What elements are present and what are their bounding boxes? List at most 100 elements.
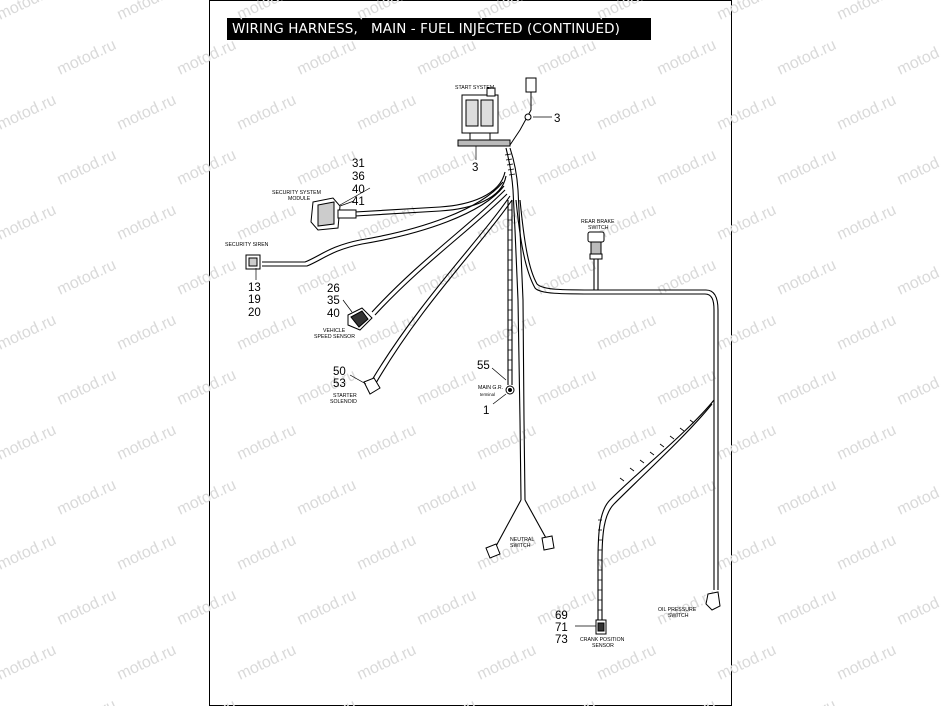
start-system-relays	[457, 77, 537, 147]
watermark-text: motod.ru	[595, 422, 659, 464]
watermark-text: motod.ru	[115, 642, 179, 684]
label-start-system: START SYSTEM	[455, 85, 494, 91]
watermark-text: motod.ru	[535, 477, 599, 519]
watermark-text: motod.ru	[115, 312, 179, 354]
speed-sensor-connector	[347, 307, 373, 331]
watermark-text: motod.ru	[475, 642, 539, 684]
label-neutral-1: NEUTRAL	[510, 537, 534, 543]
watermark-text: motod.ru	[175, 477, 239, 519]
watermark-text: motod.ru	[595, 92, 659, 134]
watermark-text: motod.ru	[775, 367, 839, 409]
page-title: WIRING HARNESS, MAIN - FUEL INJECTED (CO…	[232, 21, 620, 37]
crank-sensor-connector	[595, 619, 607, 635]
watermark-text: motod.ru	[715, 422, 779, 464]
label-solenoid-1: STARTER	[333, 393, 357, 399]
watermark-text: motod.ru	[0, 0, 59, 24]
callout-speed-1: 35	[327, 295, 340, 307]
label-ground-2: terminal	[480, 392, 495, 397]
label-security-module-2: MODULE	[288, 196, 311, 202]
callout-solenoid-1: 53	[333, 378, 346, 390]
callout-start-a: 3	[472, 162, 478, 174]
callout-module-0: 31	[352, 158, 365, 170]
watermark-text: motod.ru	[595, 532, 659, 574]
watermark-text: motod.ru	[0, 422, 59, 464]
watermark-text: motod.ru	[235, 0, 299, 24]
label-ground-1: MAIN G.R.	[478, 385, 503, 391]
watermark-text: motod.ru	[295, 477, 359, 519]
callout-siren-1: 19	[248, 294, 261, 306]
watermark-text: motod.ru	[775, 37, 839, 79]
watermark-text: motod.ru	[115, 202, 179, 244]
watermark-text: motod.ru	[415, 587, 479, 629]
watermark-text: motod.ru	[55, 587, 119, 629]
watermark-text: motod.ru	[715, 312, 779, 354]
watermark-text: motod.ru	[895, 477, 941, 519]
watermark-text: motod.ru	[775, 587, 839, 629]
watermark-text: motod.ru	[115, 0, 179, 24]
watermark-text: motod.ru	[235, 312, 299, 354]
watermark-text: motod.ru	[355, 92, 419, 134]
watermark-text: motod.ru	[175, 367, 239, 409]
watermark-text: motod.ru	[355, 532, 419, 574]
watermark-text: motod.ru	[355, 642, 419, 684]
callout-ground-bottom: 1	[483, 405, 489, 417]
watermark-text: motod.ru	[415, 477, 479, 519]
watermark-text: motod.ru	[355, 422, 419, 464]
watermark-text: motod.ru	[715, 642, 779, 684]
watermark-text: motod.ru	[775, 257, 839, 299]
callout-module-2: 40	[352, 184, 365, 196]
watermark-text: motod.ru	[475, 312, 539, 354]
watermark-text: motod.ru	[835, 92, 899, 134]
callout-crank-1: 71	[555, 622, 568, 634]
watermark-text: motod.ru	[175, 147, 239, 189]
watermark-text: motod.ru	[235, 92, 299, 134]
watermark-text: motod.ru	[715, 92, 779, 134]
watermark-text: motod.ru	[55, 697, 119, 706]
label-solenoid-2: SOLENOID	[330, 399, 357, 405]
watermark-text: motod.ru	[415, 367, 479, 409]
watermark-text: motod.ru	[0, 312, 59, 354]
watermark-text: motod.ru	[655, 147, 719, 189]
label-neutral-2: SWITCH	[510, 543, 531, 549]
callout-ground-top: 55	[477, 360, 490, 372]
label-oil-1: OIL PRESSURE	[658, 607, 697, 613]
watermark-text: motod.ru	[235, 532, 299, 574]
watermark-text: motod.ru	[895, 37, 941, 79]
callout-speed-2: 40	[327, 308, 340, 320]
watermark-text: motod.ru	[655, 367, 719, 409]
label-rear-brake-1: REAR BRAKE	[581, 219, 615, 225]
callout-siren-0: 13	[248, 282, 261, 294]
watermark-text: motod.ru	[415, 147, 479, 189]
watermark-text: motod.ru	[775, 477, 839, 519]
watermark-text: motod.ru	[355, 0, 419, 24]
watermark-text: motod.ru	[595, 0, 659, 24]
watermark-text: motod.ru	[655, 697, 719, 706]
label-speed-sensor-2: SPEED SENSOR	[314, 334, 355, 340]
watermark-text: motod.ru	[535, 697, 599, 706]
watermark-text: motod.ru	[715, 202, 779, 244]
watermark-text: motod.ru	[55, 37, 119, 79]
watermark-text: motod.ru	[235, 202, 299, 244]
watermark-text: motod.ru	[595, 312, 659, 354]
watermark-text: motod.ru	[115, 92, 179, 134]
watermark-text: motod.ru	[835, 532, 899, 574]
watermark-text: motod.ru	[295, 37, 359, 79]
watermark-text: motod.ru	[895, 587, 941, 629]
security-module	[310, 197, 357, 231]
watermark-text: motod.ru	[835, 422, 899, 464]
watermark-text: motod.ru	[535, 147, 599, 189]
watermark-text: motod.ru	[655, 477, 719, 519]
watermark-text: motod.ru	[535, 37, 599, 79]
callout-crank-0: 69	[555, 610, 568, 622]
label-oil-2: SWITCH	[668, 613, 689, 619]
watermark-text: motod.ru	[475, 0, 539, 24]
watermark-text: motod.ru	[895, 147, 941, 189]
security-siren-connector	[245, 254, 261, 270]
watermark-text: motod.ru	[55, 147, 119, 189]
watermark-text: motod.ru	[175, 257, 239, 299]
watermark-text: motod.ru	[0, 202, 59, 244]
watermark-text: motod.ru	[835, 202, 899, 244]
watermark-text: motod.ru	[295, 587, 359, 629]
watermark-text: motod.ru	[55, 257, 119, 299]
